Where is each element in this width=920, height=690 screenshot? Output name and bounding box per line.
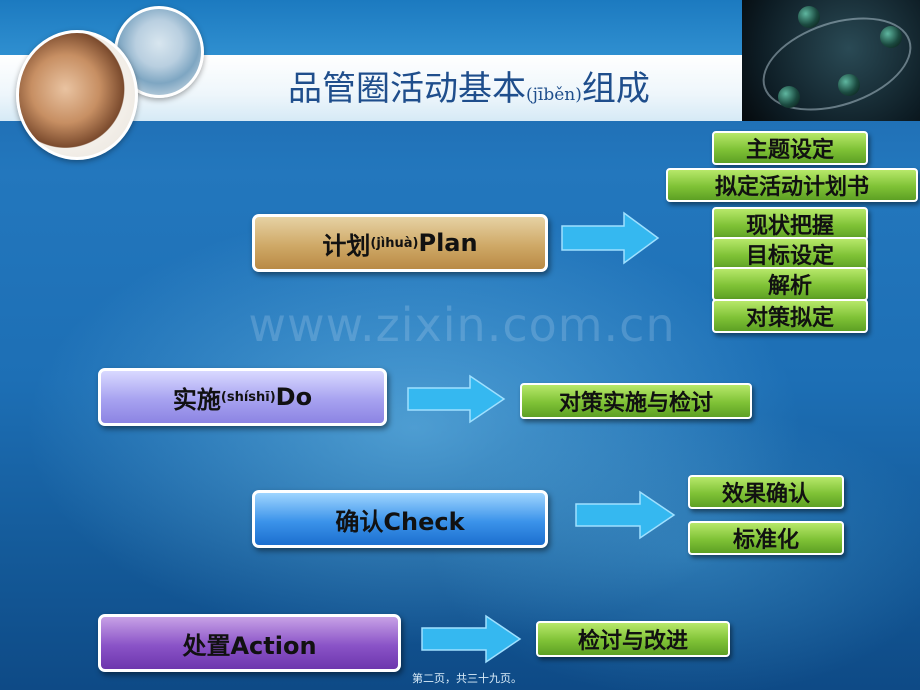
plan-step: 主题设定 [712,131,868,165]
stage-check: 确认Check [252,490,548,548]
stage-do: 实施(shíshī)Do [98,368,387,426]
plan-step: 拟定活动计划书 [666,168,918,202]
plan-step: 现状把握 [712,207,868,241]
family-photo [16,30,138,160]
do-step: 对策实施与检讨 [520,383,752,419]
arrow-right-icon [575,490,676,540]
orbit-photo [742,0,920,121]
plan-step: 对策拟定 [712,299,868,333]
stage-action: 处置Action [98,614,401,672]
orbit-ball [798,6,820,28]
page-title: 品管圈活动基本(jīběn)组成 [288,69,650,109]
page-footer: 第二页，共三十九页。 [412,672,522,685]
orbit-ring [750,0,920,121]
arrow-right-icon [407,374,506,424]
action-step: 检讨与改进 [536,621,730,657]
plan-step: 解析 [712,267,868,301]
watermark: www.zixin.com.cn [248,298,676,352]
orbit-ball [838,74,860,96]
arrow-right-icon [421,614,522,664]
check-step: 效果确认 [688,475,844,509]
plan-step: 目标设定 [712,237,868,271]
orbit-ball [880,26,902,48]
stage-plan: 计划(jìhuà)Plan [252,214,548,272]
check-step: 标准化 [688,521,844,555]
arrow-right-icon [561,211,660,265]
orbit-ball [778,86,800,108]
